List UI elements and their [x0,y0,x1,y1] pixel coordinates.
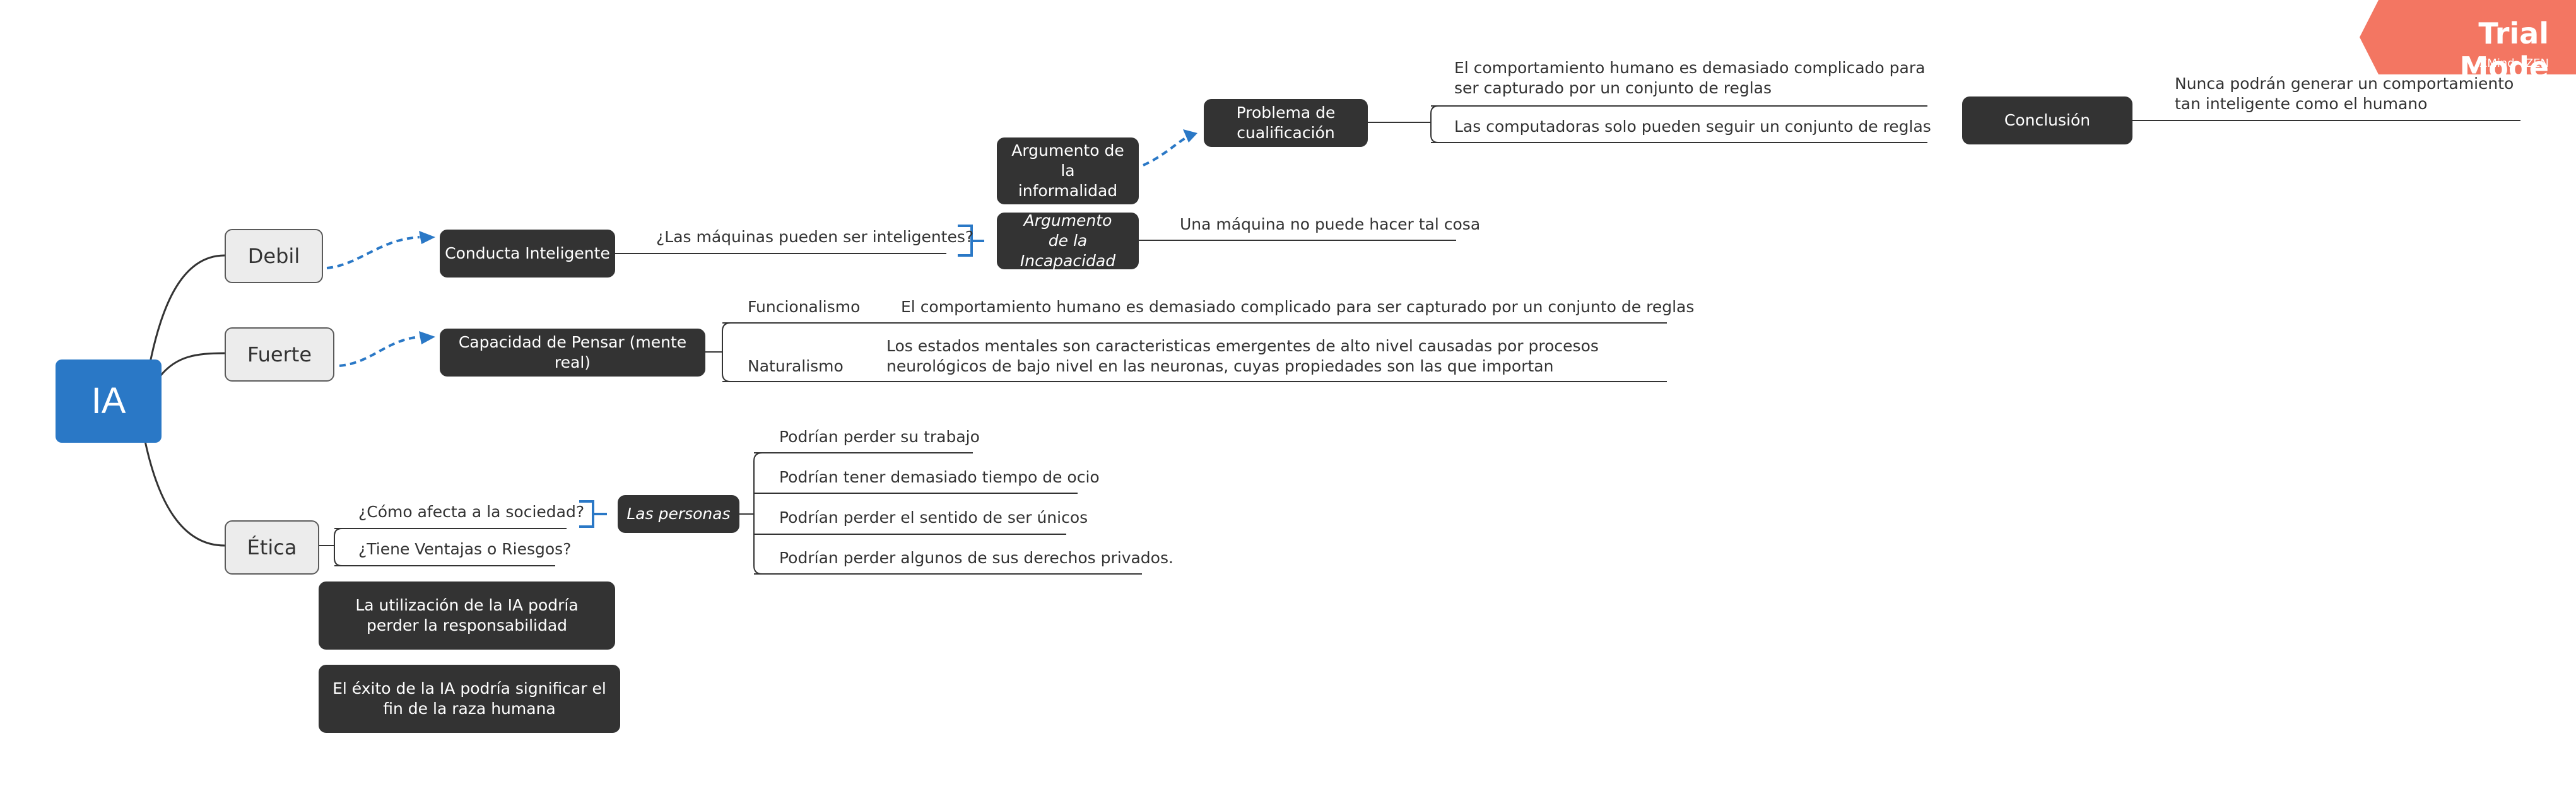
branch-debil[interactable]: Debil [225,229,323,283]
link-problema-items [1368,105,1927,143]
dashed-debil-conducta [326,236,420,269]
link-personas-items [739,452,1142,575]
problema-item-2[interactable]: Las computadoras solo pueden seguir un c… [1454,117,1931,136]
topic-problema-label: Problema de cualificación [1236,103,1336,142]
personas-item-1[interactable]: Podrían perder su trabajo [779,428,980,446]
personas-item-3[interactable]: Podrían perder el sentido de ser únicos [779,508,1088,527]
conclusion-note[interactable]: Nunca podrán generar un comportamiento t… [2175,74,2514,113]
branch-fuerte-label: Fuerte [247,342,312,366]
topic-conclusion[interactable]: Conclusión [1962,96,2132,144]
topic-capacidad-label: Capacidad de Pensar (mente real) [458,333,687,371]
topic-capacidad-pensar[interactable]: Capacidad de Pensar (mente real) [440,329,705,377]
topic-fin-label: El éxito de la IA podría significar el f… [332,679,606,718]
topic-informalidad-label: Argumento de la informalidad [1011,141,1124,200]
topic-personas-label: Las personas [626,505,731,523]
topic-conducta-inteligente[interactable]: Conducta Inteligente [440,230,615,278]
bracket-question [958,225,984,257]
link-root-etica [143,435,225,547]
trial-mode-title: Trial Mode [2459,16,2549,85]
personas-item-2[interactable]: Podrían tener demasiado tiempo de ocio [779,468,1100,486]
incapacidad-note[interactable]: Una máquina no puede hacer tal cosa [1180,215,1481,233]
root-topic[interactable]: IA [56,359,162,443]
question-maquinas[interactable]: ¿Las máquinas pueden ser inteligentes? [656,228,974,246]
arrow-problema [1183,129,1197,143]
personas-item-4[interactable]: Podrían perder algunos de sus derechos p… [779,549,1173,567]
topic-fin-raza-humana[interactable]: El éxito de la IA podría significar el f… [319,665,620,733]
naturalismo-label[interactable]: Naturalismo [748,357,844,375]
topic-responsabilidad[interactable]: La utilización de la IA podría perder la… [319,582,615,650]
topic-responsabilidad-label: La utilización de la IA podría perder la… [355,596,579,634]
arrow-capacidad [419,331,435,344]
bracket-etica [579,500,607,528]
root-label: IA [91,380,126,421]
topic-conclusion-label: Conclusión [2004,111,2091,129]
topic-argumento-incapacidad[interactable]: Argumento de la Incapacidad [997,211,1139,270]
branch-debil-label: Debil [247,244,300,268]
naturalismo-desc[interactable]: Los estados mentales son caracteristicas… [886,337,1599,375]
question-ventajas[interactable]: ¿Tiene Ventajas o Riesgos? [358,540,572,558]
dashed-fuerte-capacidad [339,336,420,367]
topic-incapacidad-label: Argumento de la Incapacidad [1020,211,1116,270]
topic-las-personas[interactable]: Las personas [618,495,739,533]
dashed-informalidad-problema [1143,134,1193,167]
branch-fuerte[interactable]: Fuerte [225,327,334,382]
branch-etica-label: Ética [247,535,297,559]
question-sociedad[interactable]: ¿Cómo afecta a la sociedad? [358,503,585,521]
branch-etica[interactable]: Ética [225,520,319,575]
xmind-brand-label: XMind · ZEN [2479,57,2549,70]
topic-argumento-informalidad[interactable]: Argumento de la informalidad [997,137,1139,204]
arrow-conducta [419,231,435,244]
funcionalismo-label[interactable]: Funcionalismo [748,298,861,316]
link-capacidad-items [705,322,1667,382]
trial-mode-banner[interactable] [2360,0,2576,74]
topic-problema-cualificacion[interactable]: Problema de cualificación [1204,99,1368,147]
problema-item-1[interactable]: El comportamiento humano es demasiado co… [1454,59,1926,97]
topic-conducta-label: Conducta Inteligente [445,244,610,262]
link-root-fuerte [160,352,225,376]
funcionalismo-desc[interactable]: El comportamiento humano es demasiado co… [901,298,1695,316]
link-etica-questions [319,528,567,566]
